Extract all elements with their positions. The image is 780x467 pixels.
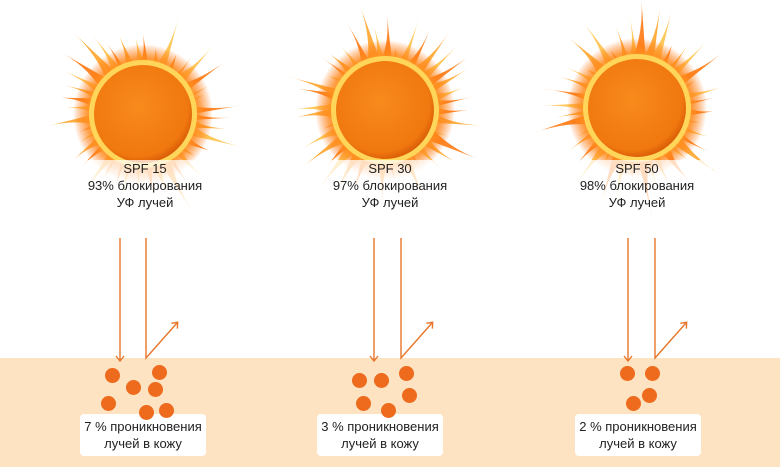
uv-particle [105,368,120,383]
uv-rays-text: УФ лучей [361,195,419,210]
into-skin-text: лучей в кожу [341,436,419,451]
into-skin-text: лучей в кожу [599,436,677,451]
sun-label: SPF 15 93% блокирования УФ лучей [70,160,220,211]
sun-icon [531,0,731,216]
penetration-label: 7 % проникновения лучей в кожу [80,414,206,456]
uv-particle [642,388,657,403]
uv-particle [399,366,414,381]
spf-panel-30: SPF 30 97% блокирования УФ лучей 3 % про… [255,0,515,467]
uv-particle [152,365,167,380]
uv-particle [381,403,396,418]
spf-value: SPF 15 [123,161,167,176]
uv-particle [620,366,635,381]
penetration-percent: 7 % проникновения [84,419,202,434]
spf-panel-50: SPF 50 98% блокирования УФ лучей 2 % про… [510,0,770,467]
uv-particle [126,380,141,395]
penetration-percent: 2 % проникновения [579,419,697,434]
blocking-percent: 97% блокирования [332,178,448,193]
uv-particle [159,403,174,418]
uv-particle [402,388,417,403]
uv-particle [139,405,154,420]
uv-particle [352,373,367,388]
penetration-label: 3 % проникновения лучей в кожу [317,414,443,456]
sun-icon [49,16,246,210]
blocking-percent: 93% блокирования [87,178,203,193]
spf-value: SPF 30 [368,161,412,176]
uv-particle [626,396,641,411]
spf-panel-15: SPF 15 93% блокирования УФ лучей 7 % про… [0,0,260,467]
sun-icon [283,6,482,208]
sun-label: SPF 50 98% блокирования УФ лучей [562,160,712,211]
blocking-percent: 98% блокирования [579,178,695,193]
uv-rays-text: УФ лучей [116,195,174,210]
spf-value: SPF 50 [615,161,659,176]
uv-particle [148,382,163,397]
penetration-percent: 3 % проникновения [321,419,439,434]
penetration-label: 2 % проникновения лучей в кожу [575,414,701,456]
into-skin-text: лучей в кожу [104,436,182,451]
uv-particle [101,396,116,411]
uv-particle [356,396,371,411]
uv-particle [645,366,660,381]
uv-particle [374,373,389,388]
uv-rays-text: УФ лучей [608,195,666,210]
sun-label: SPF 30 97% блокирования УФ лучей [315,160,465,211]
